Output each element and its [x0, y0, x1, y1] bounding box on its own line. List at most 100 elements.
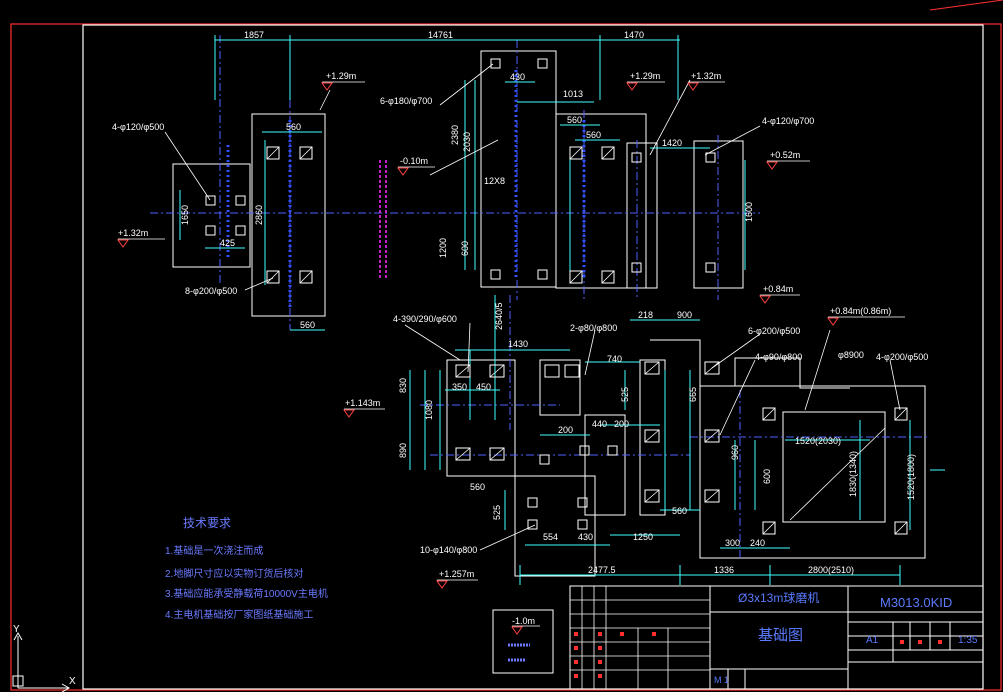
anchor-center-dots — [226, 70, 586, 310]
technical-notes: 技术要求 1.基础是一次浇注而成 2.地脚尺寸应以实物订货后核对 3.基础应能承… — [165, 516, 328, 621]
vdim-1200: 1200 — [438, 238, 448, 258]
vdim-525-b: 525 — [492, 505, 502, 520]
elevation-1: +1.29m — [326, 71, 356, 81]
vertical-dimension-labels: 2380 2030 1200 600 1650 2860 1600 2640/5… — [180, 125, 916, 520]
vdim-525: 525 — [620, 387, 630, 402]
note-4: 4.主电机基础按厂家图纸基础施工 — [165, 608, 313, 621]
dim-1420: 1420 — [662, 138, 682, 148]
dim-1250: 1250 — [633, 532, 653, 542]
dim-560-a: 560 — [286, 122, 301, 132]
dim-554: 554 — [543, 532, 558, 542]
vdim-1080: 1080 — [424, 400, 434, 420]
leader-10: 4-φ200/φ500 — [876, 352, 928, 362]
notes-heading: 技术要求 — [183, 516, 231, 530]
top-red-edge — [929, 0, 1003, 11]
product-name: Ø3x13m球磨机 — [738, 591, 819, 605]
bolt-diagonals — [266, 146, 908, 535]
dim-450: 450 — [476, 382, 491, 392]
dim-1336: 1336 — [714, 565, 734, 575]
elevation-underlines — [118, 81, 905, 581]
dim-430-b: 430 — [578, 532, 593, 542]
elevation-triangles — [117, 82, 839, 589]
dim-300: 300 — [725, 538, 740, 548]
vdim-665: 665 — [688, 387, 698, 402]
leader-9: φ8900 — [838, 350, 864, 360]
title-block-marks — [574, 632, 942, 678]
dim-1470: 1470 — [624, 30, 644, 40]
vdim-600-b: 600 — [762, 469, 772, 484]
elevation-7: +0.84m — [763, 284, 793, 294]
dim-560-e: 560 — [470, 482, 485, 492]
elevation-3: +1.32m — [691, 71, 721, 81]
leader-1: 4-φ120/φ500 — [112, 122, 164, 132]
dim-900-a: 900 — [677, 310, 692, 320]
leader-lines — [164, 63, 901, 551]
dim-1013: 1013 — [563, 89, 583, 99]
elevation-5: +0.52m — [770, 150, 800, 160]
leader-2: 6-φ180/φ700 — [380, 96, 432, 106]
dim-425: 425 — [220, 238, 235, 248]
vdim-1650: 1650 — [180, 205, 190, 225]
leader-5: 4-390/290/φ600 — [393, 314, 457, 324]
note-1: 1.基础是一次浇注而成 — [165, 544, 263, 557]
elevation-8: +0.84m(0.86m) — [830, 306, 891, 316]
title-bottom-left: M 1 — [714, 675, 729, 685]
dim-14761: 14761 — [428, 30, 453, 40]
leader-7: 6-φ200/φ500 — [748, 326, 800, 336]
vdim-1830: 1830(1340) — [848, 451, 858, 497]
inset-level-box: -1.0m — [492, 609, 554, 674]
vdim-890: 890 — [398, 443, 408, 458]
dim-740: 740 — [607, 354, 622, 364]
title-block-text: Ø3x13m球磨机 M3013.0KID 基础图 A1 1:35 M 1 — [714, 591, 978, 685]
note-2: 2.地脚尺寸应以实物订货后核对 — [165, 567, 303, 580]
elevation-2: +1.29m — [630, 71, 660, 81]
drawing-name: 基础图 — [758, 627, 803, 644]
pipe-marker — [379, 160, 387, 280]
leader-4: 8-φ200/φ500 — [185, 286, 237, 296]
dim-560-f: 560 — [672, 506, 687, 516]
ucs-x-label: X — [69, 676, 76, 687]
dimension-lines — [179, 35, 945, 585]
sheet-size: A1 — [866, 635, 879, 646]
dim-560-c: 560 — [586, 130, 601, 140]
dim-1520: 1520(2030) — [795, 436, 841, 446]
elevation-10: +1.257m — [439, 569, 474, 579]
vdim-2380: 2380 — [450, 125, 460, 145]
dim-430: 430 — [510, 72, 525, 82]
vdim-830: 830 — [398, 378, 408, 393]
leader-8: 4-φ90/φ800 — [755, 352, 802, 362]
anchor-bolts — [205, 58, 908, 535]
dim-2800: 2800(2510) — [808, 565, 854, 575]
dim-218: 218 — [638, 310, 653, 320]
dim-1430: 1430 — [508, 339, 528, 349]
leader-12: 12X8 — [484, 176, 505, 186]
vdim-2030: 2030 — [462, 132, 472, 152]
vdim-2640: 2640/5 — [494, 302, 504, 330]
dim-240: 240 — [750, 538, 765, 548]
title-block — [569, 585, 984, 690]
drawing-number: M3013.0KID — [880, 595, 952, 610]
ucs-y-label: Y — [13, 624, 20, 635]
vdim-1600: 1600 — [744, 202, 754, 222]
elevation-6: +1.32m — [118, 228, 148, 238]
dim-200-b: 200 — [558, 425, 573, 435]
elevation-4: -0.10m — [400, 156, 428, 166]
vdim-2860: 2860 — [254, 205, 264, 225]
dim-350: 350 — [452, 382, 467, 392]
vdim-960: 960 — [730, 445, 740, 460]
leader-3: 4-φ120/φ700 — [762, 116, 814, 126]
dim-200: 200 — [614, 419, 629, 429]
vdim-1520: 1520(1800) — [906, 454, 916, 500]
elevation-labels: +1.29m +1.29m +1.32m -0.10m +0.52m +1.32… — [118, 71, 891, 579]
dim-1857: 1857 — [244, 30, 264, 40]
leader-labels: 4-φ120/φ500 6-φ180/φ700 4-φ120/φ700 8-φ2… — [112, 96, 928, 555]
leader-6: 2-φ80/φ800 — [570, 323, 617, 333]
vdim-600: 600 — [460, 241, 470, 256]
dim-560-b: 560 — [567, 115, 582, 125]
note-3: 3.基础应能承受静载荷10000V主电机 — [165, 587, 328, 600]
dimension-labels: 1857 14761 1470 430 1013 560 560 560 560… — [220, 30, 854, 575]
sheet-border — [10, 23, 1002, 691]
drawing-scale: 1:35 — [958, 635, 978, 646]
dim-560-d: 560 — [300, 320, 315, 330]
